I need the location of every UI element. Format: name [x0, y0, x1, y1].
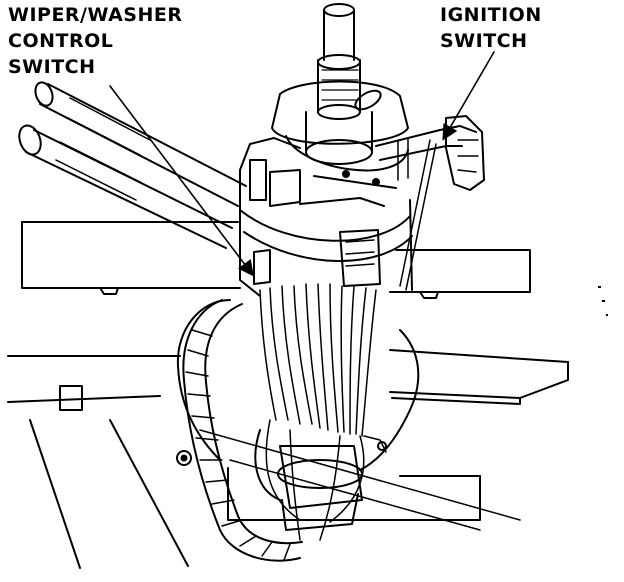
- wiper-switch-leader: [109, 85, 254, 277]
- mounting-bolt: [176, 450, 192, 466]
- ignition-label-line-2: SWITCH: [440, 30, 528, 52]
- steering-shaft: [305, 3, 373, 165]
- dashboard-panel: [21, 221, 531, 299]
- wiper-washer-control-switch-label: WIPER/WASHER CONTROL SWITCH: [8, 2, 183, 80]
- ignition-switch-leader: [442, 51, 495, 141]
- lower-column: [176, 299, 420, 531]
- support-frame: [7, 349, 569, 569]
- wiper-washer-lever: [18, 81, 247, 249]
- ignition-switch: [375, 115, 485, 291]
- wiper-label-line-2: CONTROL: [8, 30, 114, 52]
- column-housing: [239, 137, 413, 297]
- lock-plate: [271, 80, 409, 189]
- harness-conduit: [182, 299, 303, 562]
- ignition-label-line-1: IGNITION: [440, 4, 542, 26]
- ignition-switch-label: IGNITION SWITCH: [440, 2, 542, 54]
- wiper-label-line-1: WIPER/WASHER: [8, 4, 183, 26]
- wiring-harness: [259, 283, 377, 541]
- edge-marks: [598, 286, 608, 316]
- wiper-label-line-3: SWITCH: [8, 56, 96, 78]
- callout-leaders: [109, 51, 495, 277]
